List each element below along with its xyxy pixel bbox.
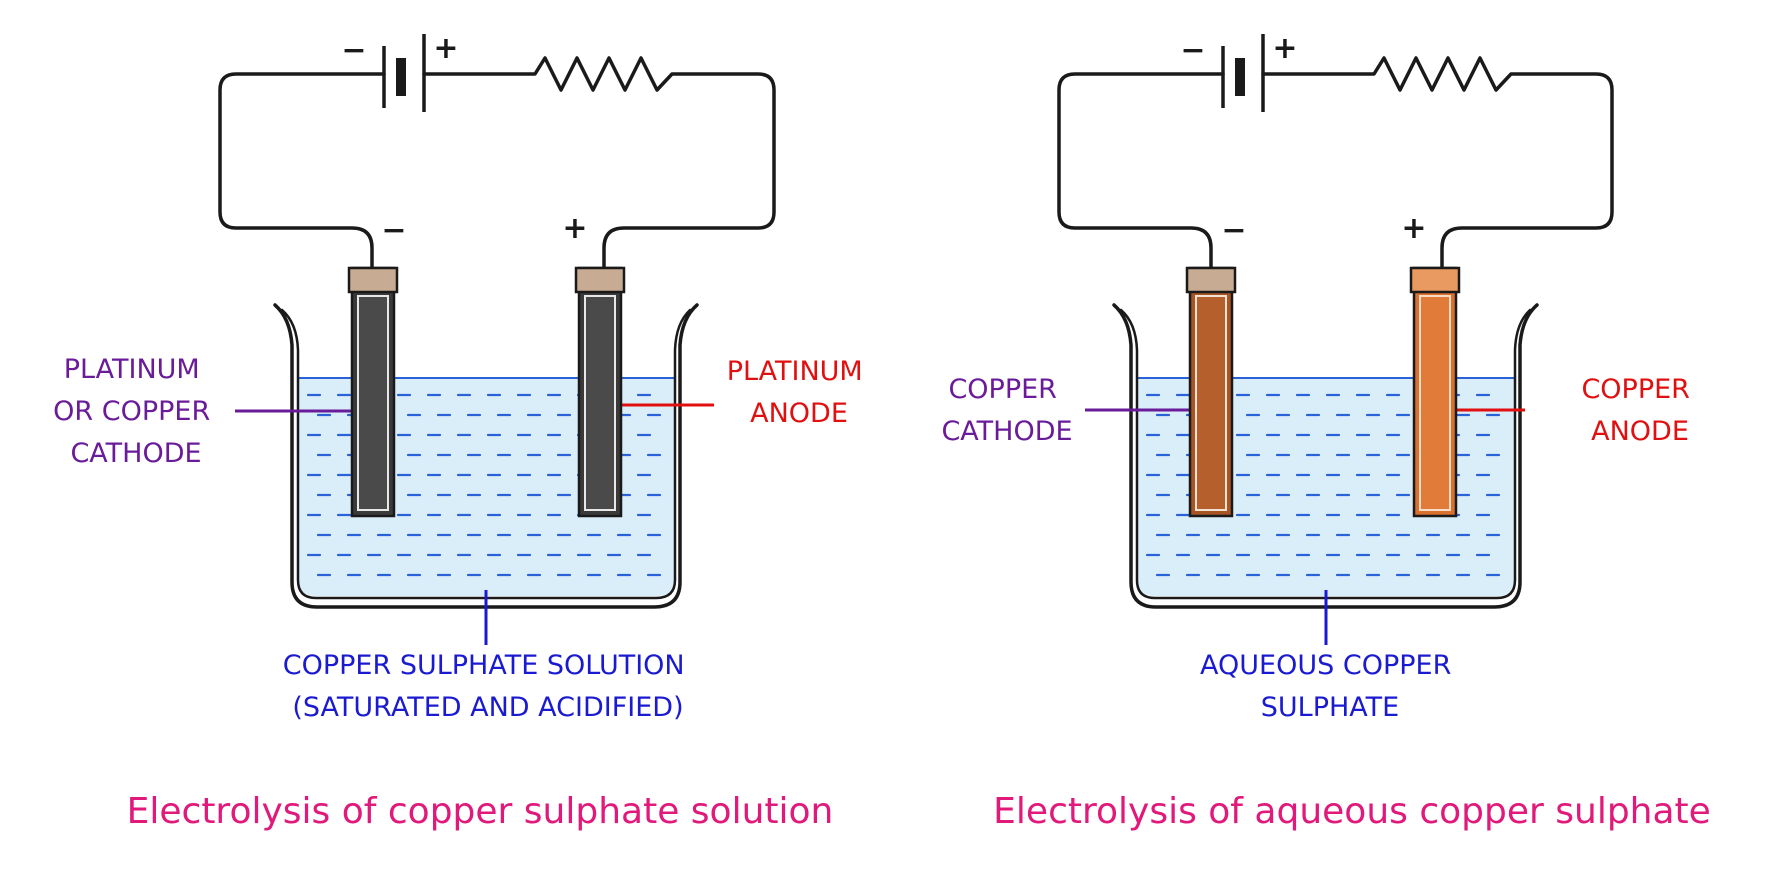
right-anode-cap: [1409, 266, 1461, 294]
left-anode-sign: +: [562, 211, 587, 246]
left-anode: [574, 266, 626, 518]
right-circuit-wire: [1057, 56, 1614, 272]
left-caption: Electrolysis of copper sulphate solution: [127, 791, 834, 832]
left-anode-cap: [574, 266, 626, 294]
right-cathode-sign: −: [1221, 213, 1246, 248]
left-anode-label: PLATINUM ANODE: [727, 356, 872, 429]
left-battery-cell: [396, 58, 406, 96]
left-solution-label: COPPER SULPHATE SOLUTION (SATURATED AND …: [283, 650, 693, 723]
left-battery-neg-sign: −: [341, 33, 366, 68]
left-battery-pos-sign: +: [433, 31, 458, 66]
left-cathode-label: PLATINUM OR COPPER CATHODE: [53, 354, 219, 469]
right-battery-neg-sign: −: [1180, 33, 1205, 68]
left-cathode-cap: [347, 266, 399, 294]
right-cathode: [1185, 266, 1237, 518]
right-cathode-label: COPPER CATHODE: [941, 374, 1072, 447]
left-cathode-sign: −: [381, 213, 406, 248]
right-battery-cell: [1235, 58, 1245, 96]
left-circuit-wire: [218, 56, 776, 272]
right-battery-pos-sign: +: [1272, 31, 1297, 66]
right-anode-sign: +: [1401, 211, 1426, 246]
right-solution-label: AQUEOUS COPPER SULPHATE: [1200, 650, 1460, 723]
right-anode: [1409, 266, 1461, 518]
right-anode-label: COPPER ANODE: [1581, 374, 1698, 447]
right-cathode-cap: [1185, 266, 1237, 294]
right-setup: − + − + COPPER CATHODE COPPER ANODE AQUE…: [941, 31, 1710, 832]
left-setup: − + − + PLATINUM OR COPPER CATHODE PLATI…: [53, 31, 872, 832]
left-cathode: [347, 266, 399, 518]
right-caption: Electrolysis of aqueous copper sulphate: [993, 791, 1711, 832]
